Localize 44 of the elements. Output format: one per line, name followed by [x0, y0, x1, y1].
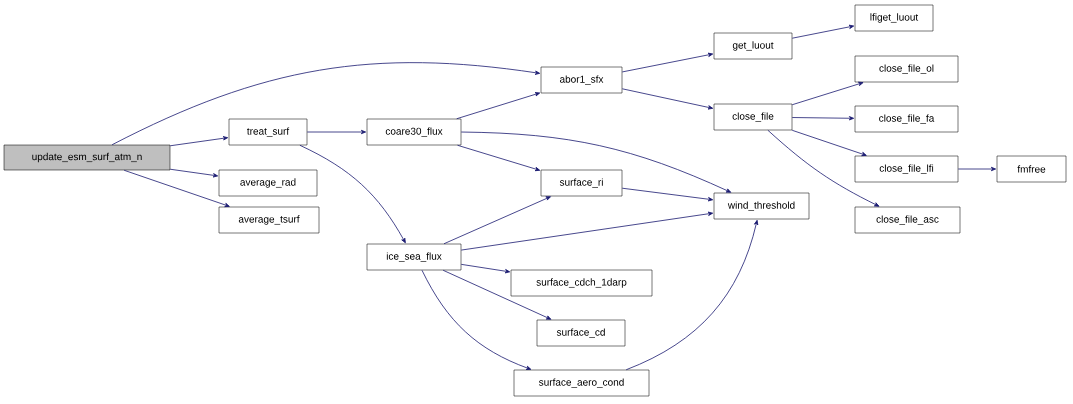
function-box: surface_cdch_1darp: [510, 269, 653, 297]
function-box: lfiget_luout: [854, 4, 934, 32]
arrow: [625, 219, 759, 371]
arrow: [457, 144, 541, 172]
arrow: [791, 81, 864, 106]
arrow: [442, 269, 552, 320]
function-box: abor1_sfx: [540, 66, 623, 94]
function-box: ice_sea_flux: [366, 243, 462, 271]
function-box: surface_aero_cond: [513, 369, 650, 397]
arrow: [460, 263, 511, 274]
arrow: [169, 168, 219, 178]
arrow: [621, 52, 714, 73]
arrow: [621, 88, 714, 110]
function-box: close_file_ol: [854, 55, 959, 83]
function-box: wind_threshold: [713, 192, 810, 220]
function-box: average_tsurf: [218, 206, 320, 234]
function-box: fmfree: [996, 155, 1067, 183]
arrow: [169, 136, 229, 147]
function-box: close_file_asc: [854, 206, 961, 234]
arrow: [299, 144, 406, 244]
function-box: surface_cd: [536, 319, 626, 347]
arrow: [460, 211, 714, 251]
function-box: get_luout: [713, 32, 793, 60]
arrow: [791, 116, 855, 121]
function-box: update_esm_surf_atm_n: [3, 144, 171, 171]
function-box: treat_surf: [228, 118, 308, 146]
function-box: average_rad: [218, 169, 318, 197]
function-box: surface_ri: [540, 169, 623, 197]
arrow: [621, 187, 714, 202]
arrow: [421, 269, 532, 370]
function-box: close_file: [713, 103, 793, 131]
arrow: [767, 129, 880, 207]
arrow: [306, 129, 367, 135]
arrow: [957, 166, 997, 172]
function-box: coare30_flux: [366, 118, 462, 146]
function-box: close_file_fa: [854, 105, 959, 133]
arrow: [791, 24, 855, 39]
arrow: [123, 169, 230, 208]
arrow: [111, 62, 541, 146]
arrow: [443, 196, 551, 245]
arrow: [791, 129, 867, 157]
function-box: close_file_lfi: [854, 155, 959, 183]
arrow: [456, 92, 541, 120]
arrow: [460, 131, 732, 193]
